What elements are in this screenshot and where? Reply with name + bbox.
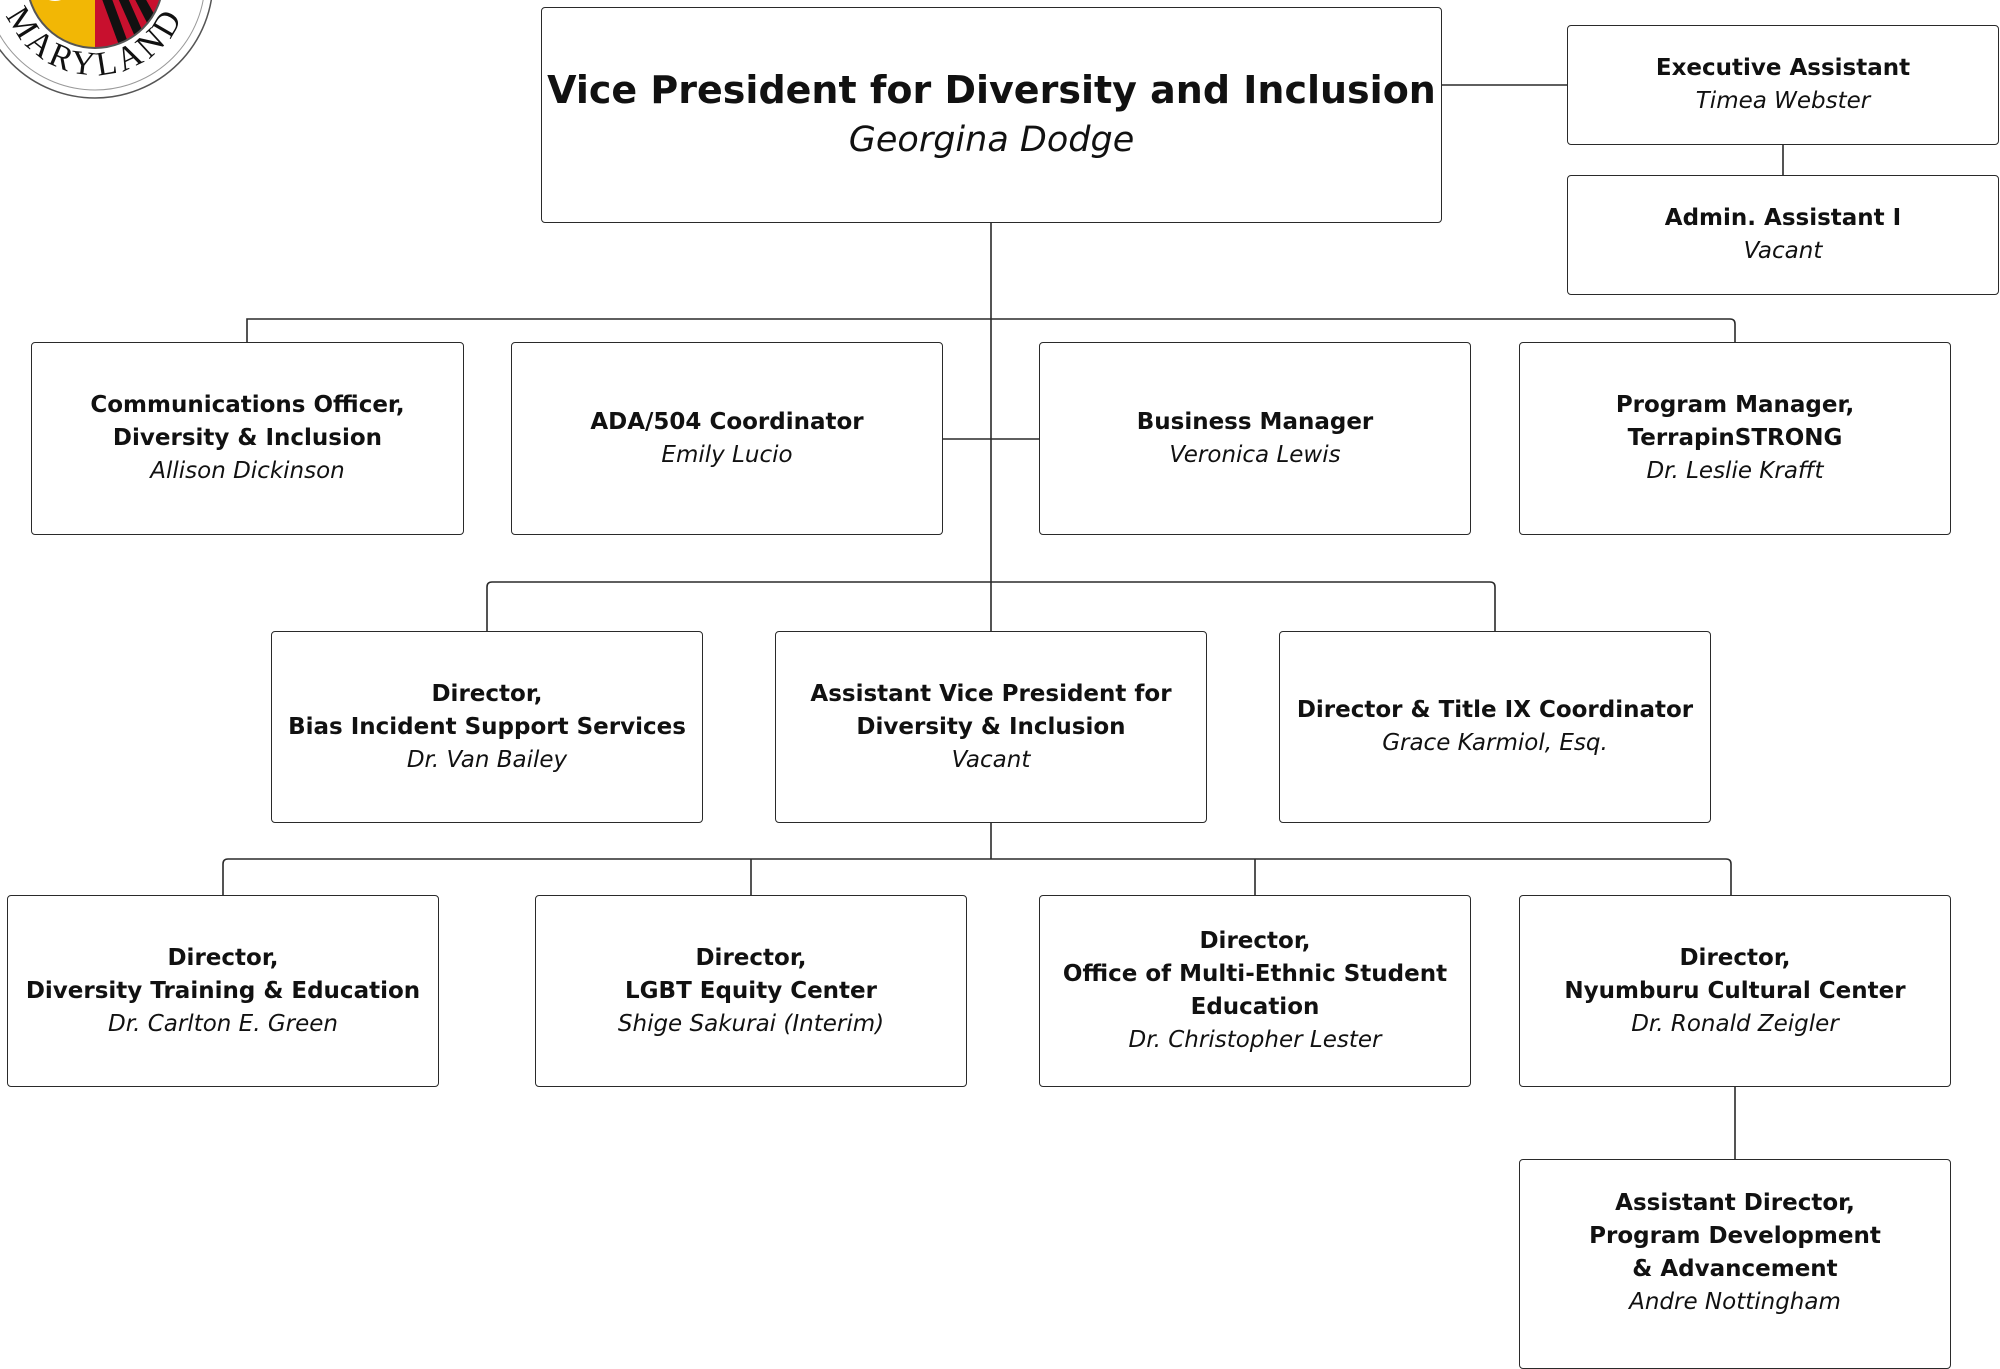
program-manager-title: Program Manager, TerrapinSTRONG bbox=[1615, 392, 1855, 451]
avp-name: Vacant bbox=[951, 746, 1031, 773]
connector-row3-bus bbox=[222, 858, 1732, 895]
admin-assistant-name: Vacant bbox=[1743, 238, 1823, 264]
dir-omse-box: Director, Office of Multi-Ethnic Student… bbox=[1039, 895, 1471, 1087]
exec-assistant-title: Executive Assistant bbox=[1655, 55, 1911, 81]
dir-title-ix-box: Director & Title IX Coordinator Grace Ka… bbox=[1279, 631, 1711, 823]
comm-officer-name: Allison Dickinson bbox=[150, 458, 345, 484]
ada-coordinator-box: ADA/504 Coordinator Emily Lucio bbox=[511, 342, 943, 535]
vp-title: Vice President for Diversity and Inclusi… bbox=[547, 68, 1436, 112]
dir-nyumburu-name: Dr. Ronald Zeigler bbox=[1631, 1010, 1839, 1037]
university-seal-logo: MARYLAND bbox=[0, 0, 213, 99]
exec-assistant-box: Executive Assistant Timea Webster bbox=[1567, 25, 1999, 145]
business-manager-name: Veronica Lewis bbox=[1169, 441, 1341, 468]
dir-training-box: Director, Diversity Training & Education… bbox=[7, 895, 439, 1087]
admin-assistant-title: Admin. Assistant I bbox=[1664, 205, 1902, 231]
dir-title-ix-title: Director & Title IX Coordinator bbox=[1296, 697, 1694, 723]
ada-coordinator-name: Emily Lucio bbox=[661, 441, 793, 468]
asst-dir-program-title: Assistant Director, Program Development … bbox=[1589, 1190, 1881, 1282]
avp-title: Assistant Vice President for Diversity &… bbox=[810, 680, 1172, 740]
dir-omse-title: Director, Office of Multi-Ethnic Student… bbox=[1062, 928, 1448, 1020]
business-manager-title: Business Manager bbox=[1136, 408, 1374, 435]
dir-bias-box: Director, Bias Incident Support Services… bbox=[271, 631, 703, 823]
dir-training-name: Dr. Carlton E. Green bbox=[108, 1010, 338, 1037]
dir-title-ix-name: Grace Karmiol, Esq. bbox=[1382, 730, 1608, 756]
dir-nyumburu-title: Director, Nyumburu Cultural Center bbox=[1564, 944, 1906, 1004]
admin-assistant-box: Admin. Assistant I Vacant bbox=[1567, 175, 1999, 295]
dir-lgbt-name: Shige Sakurai (Interim) bbox=[617, 1010, 885, 1037]
ada-coordinator-title: ADA/504 Coordinator bbox=[590, 408, 864, 435]
dir-lgbt-title: Director, LGBT Equity Center bbox=[625, 944, 877, 1004]
asst-dir-program-name: Andre Nottingham bbox=[1629, 1289, 1841, 1315]
program-manager-box: Program Manager, TerrapinSTRONG Dr. Lesl… bbox=[1519, 342, 1951, 535]
avp-box: Assistant Vice President for Diversity &… bbox=[775, 631, 1207, 823]
business-manager-box: Business Manager Veronica Lewis bbox=[1039, 342, 1471, 535]
dir-lgbt-box: Director, LGBT Equity Center Shige Sakur… bbox=[535, 895, 967, 1087]
vp-name: Georgina Dodge bbox=[848, 120, 1135, 160]
dir-nyumburu-box: Director, Nyumburu Cultural Center Dr. R… bbox=[1519, 895, 1951, 1087]
asst-dir-program-box: Assistant Director, Program Development … bbox=[1519, 1159, 1951, 1369]
comm-officer-title: Communications Officer, Diversity & Incl… bbox=[90, 392, 405, 451]
connector-row1-bus bbox=[246, 318, 1736, 342]
dir-bias-title: Director, Bias Incident Support Services bbox=[288, 680, 686, 740]
dir-training-title: Director, Diversity Training & Education bbox=[25, 944, 421, 1004]
program-manager-name: Dr. Leslie Krafft bbox=[1646, 458, 1824, 484]
dir-bias-name: Dr. Van Bailey bbox=[406, 746, 568, 773]
comm-officer-box: Communications Officer, Diversity & Incl… bbox=[31, 342, 464, 535]
exec-assistant-name: Timea Webster bbox=[1695, 88, 1871, 114]
connector-row2-bus bbox=[486, 581, 1496, 631]
dir-omse-name: Dr. Christopher Lester bbox=[1128, 1027, 1382, 1053]
vp-box: Vice President for Diversity and Inclusi… bbox=[541, 7, 1442, 223]
